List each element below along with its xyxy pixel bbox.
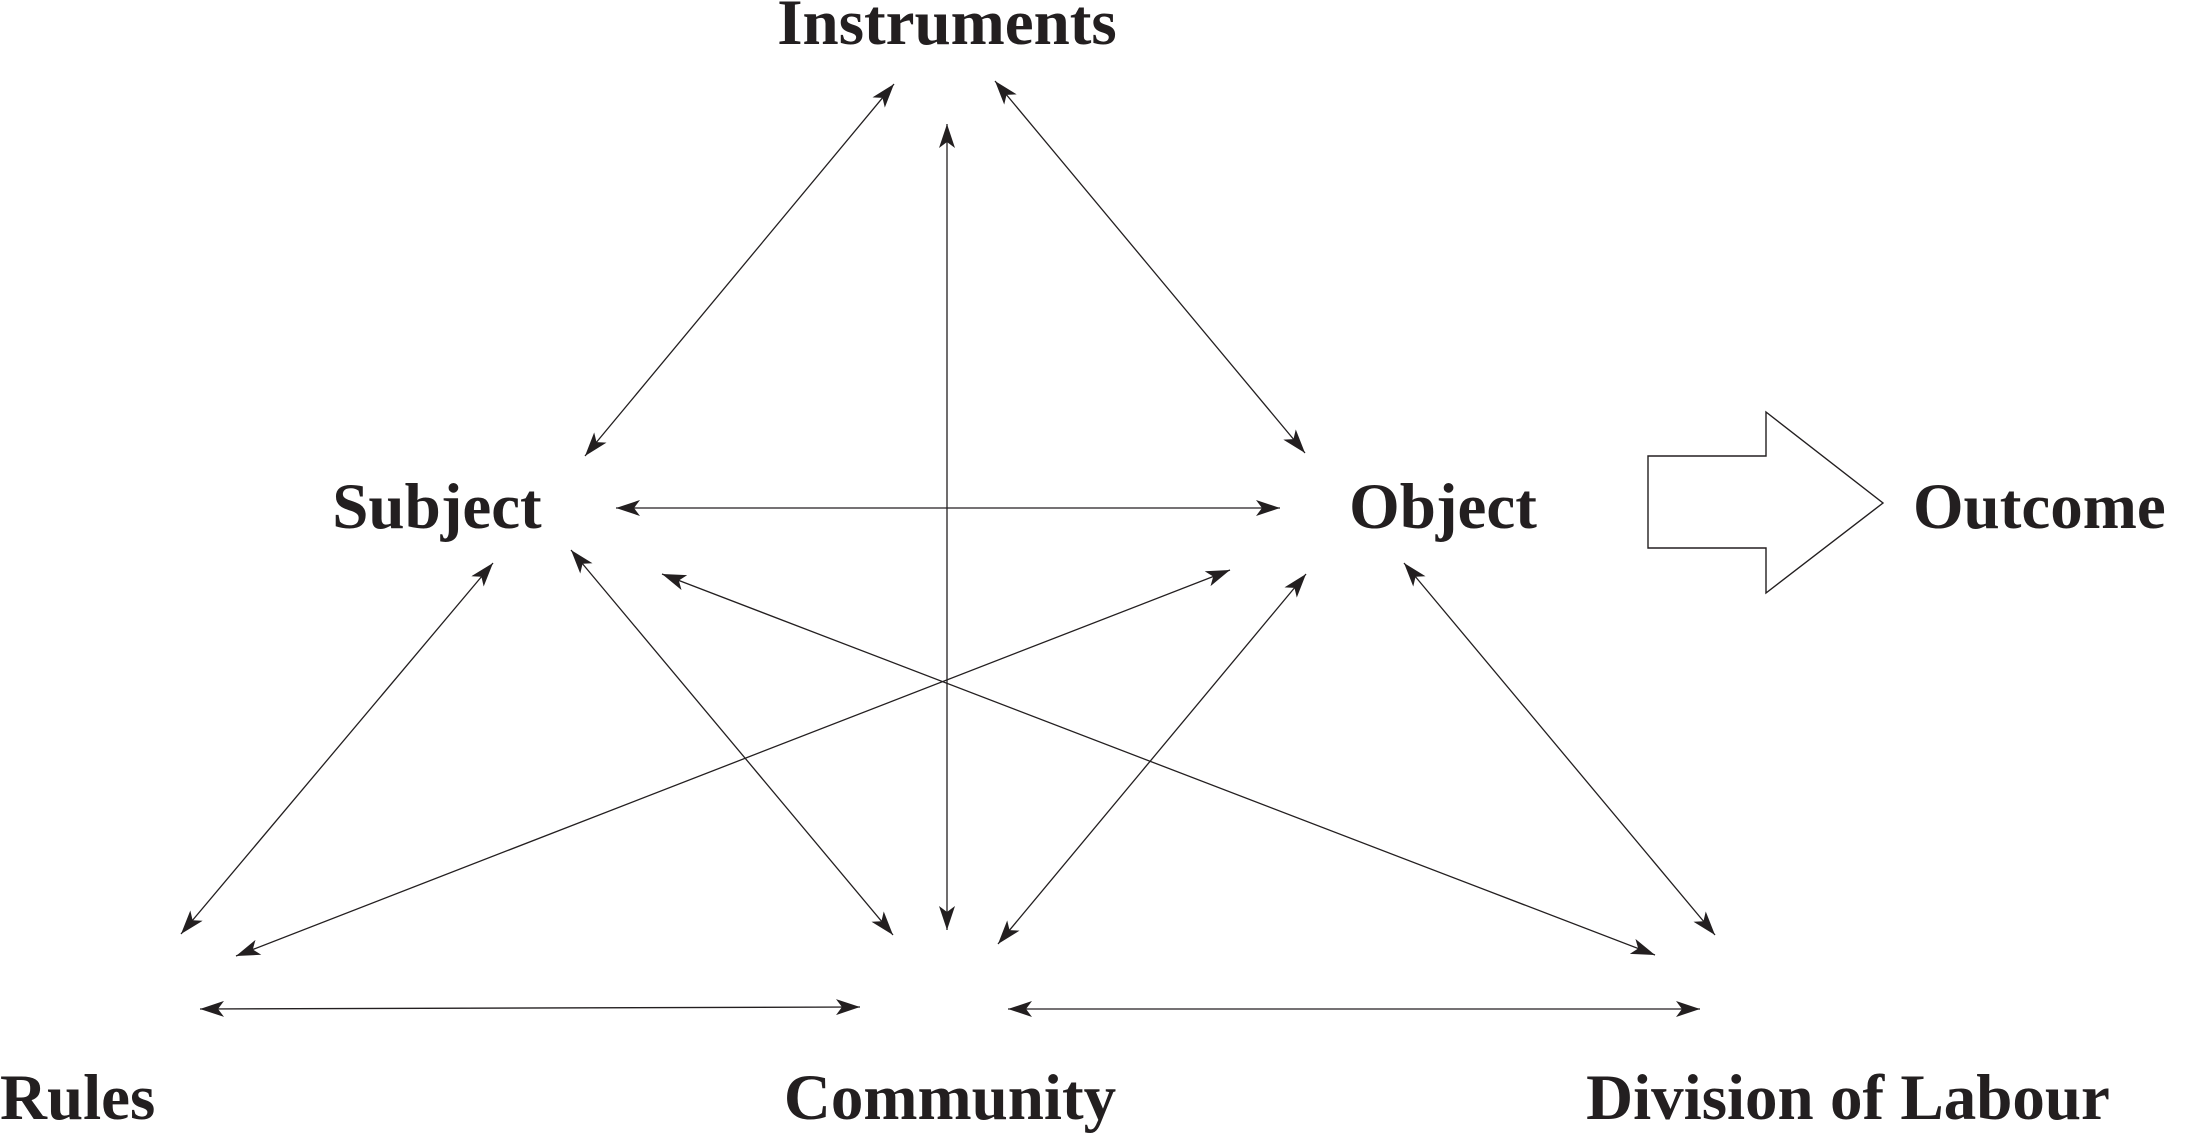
node-outcome: Outcome <box>1913 471 2166 543</box>
node-instruments: Instruments <box>777 0 1116 59</box>
outcome-arrow <box>1647 410 1885 595</box>
node-subject: Subject <box>332 471 542 543</box>
arrow-subject-community <box>570 549 894 936</box>
arrow-subject-rules <box>180 562 494 935</box>
arrow-instruments-subject <box>584 83 895 457</box>
arrow-instruments-object <box>994 80 1306 454</box>
node-community: Community <box>784 1062 1116 1134</box>
arrow-object-community <box>997 573 1307 945</box>
arrow-object-division <box>1403 562 1716 936</box>
node-division-of-labour: Division of Labour <box>1586 1062 2110 1134</box>
node-rules: Rules <box>0 1062 155 1134</box>
arrow-rules-community <box>199 999 861 1017</box>
node-object: Object <box>1349 471 1537 543</box>
connections-layer <box>180 80 1716 1017</box>
arrow-object-rules <box>235 569 1231 957</box>
arrow-subject-division <box>661 573 1656 956</box>
